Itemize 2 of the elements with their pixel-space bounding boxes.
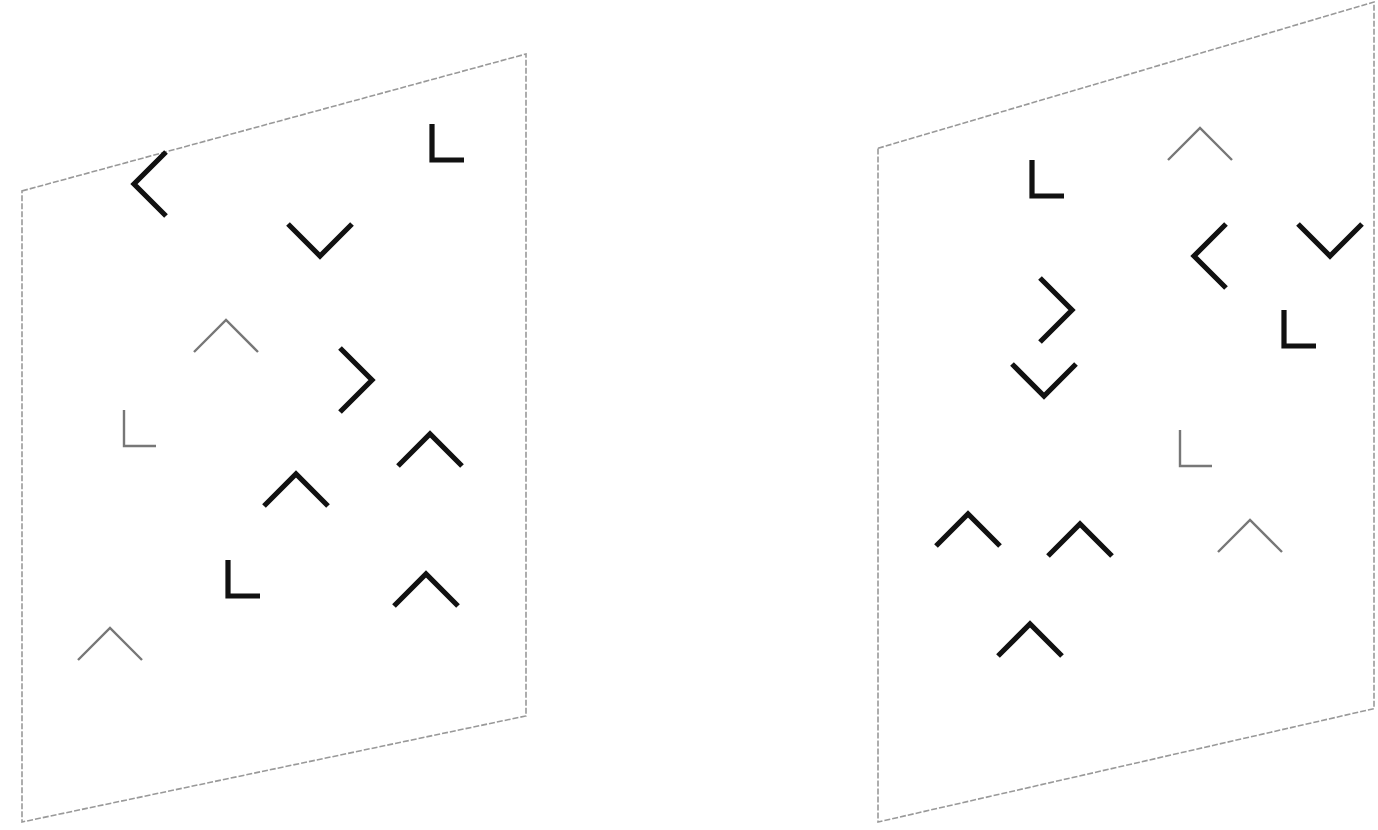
search-display-drawing bbox=[876, 0, 1376, 824]
search-display-drawing bbox=[20, 52, 528, 824]
